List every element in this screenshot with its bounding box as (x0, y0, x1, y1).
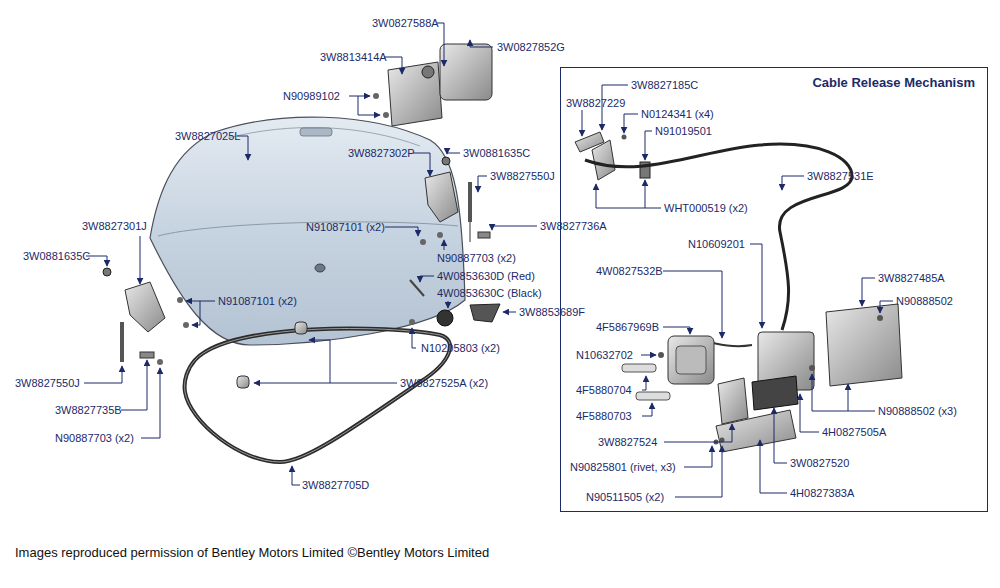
panel-heading: Cable Release Mechanism (812, 75, 975, 90)
part-number: 3W8827531E (807, 169, 874, 183)
closing-motor (373, 44, 492, 126)
part-number: 3W8827524 (598, 435, 657, 449)
part-number: 3W8827229 (566, 96, 625, 110)
part-number: N91087101 (x2) (306, 220, 385, 234)
part-number: N0124341 (x4) (641, 107, 714, 121)
part-number: 3W0827588A (372, 16, 439, 30)
part-number: 4H0827505A (822, 425, 886, 439)
part-number: 4F5867969B (596, 320, 659, 334)
cable-release-parts (575, 132, 902, 452)
part-number: 3W8827301J (82, 219, 147, 233)
part-number: 3W0881635C (463, 146, 530, 160)
leader-lines (84, 23, 893, 497)
part-number: N90888502 (896, 294, 953, 308)
part-number: 3W8827550J (15, 376, 80, 390)
part-number: N10632702 (576, 348, 633, 362)
part-number: 3W8853689F (519, 305, 585, 319)
part-number: WHT000519 (x2) (664, 201, 748, 215)
part-number: N90511505 (x2) (586, 490, 664, 504)
boot-seal (185, 328, 450, 462)
part-number: 3W0881635C (23, 249, 90, 263)
boot-lid (150, 117, 465, 345)
part-number: N90887703 (x2) (55, 431, 134, 445)
part-number: N91087101 (x2) (218, 294, 297, 308)
part-number: N10609201 (688, 237, 745, 251)
bump-stops (237, 322, 307, 388)
part-number: N90887703 (x2) (437, 251, 516, 265)
part-number: 3W8827736A (540, 219, 607, 233)
part-number: 3W8827705D (302, 478, 369, 492)
left-hinge (103, 268, 189, 365)
part-number: N90825801 (rivet, x3) (570, 460, 676, 474)
part-number: 4H0827383A (790, 486, 854, 500)
part-number: 3W8827485A (878, 271, 945, 285)
part-number: 4W0853630C (Black) (437, 286, 542, 300)
part-number: 4W0853630D (Red) (437, 269, 535, 283)
image-caption: Images reproduced permission of Bentley … (15, 545, 489, 561)
part-number: 4F5880703 (576, 409, 632, 423)
part-number: 4F5880704 (576, 383, 632, 397)
part-number: 3W8813414A (320, 50, 387, 64)
part-number: 3W0827520 (790, 456, 849, 470)
part-number: 3W8827185C (631, 78, 698, 92)
part-number: N91019501 (655, 124, 712, 138)
part-number: 4W0827532B (596, 264, 663, 278)
part-number: 3W0827852G (497, 40, 565, 54)
part-number: 3W8827550J (490, 169, 555, 183)
part-number: 3W8827025L (175, 129, 240, 143)
part-number: 3W8827302P (348, 146, 415, 160)
part-number: N90888502 (x3) (878, 404, 957, 418)
release-button (409, 280, 500, 326)
part-number: 3W8827735B (55, 403, 122, 417)
part-number: N90989102 (283, 89, 340, 103)
part-number: N10205803 (x2) (421, 341, 500, 355)
part-number: 3W8827525A (x2) (400, 376, 488, 390)
